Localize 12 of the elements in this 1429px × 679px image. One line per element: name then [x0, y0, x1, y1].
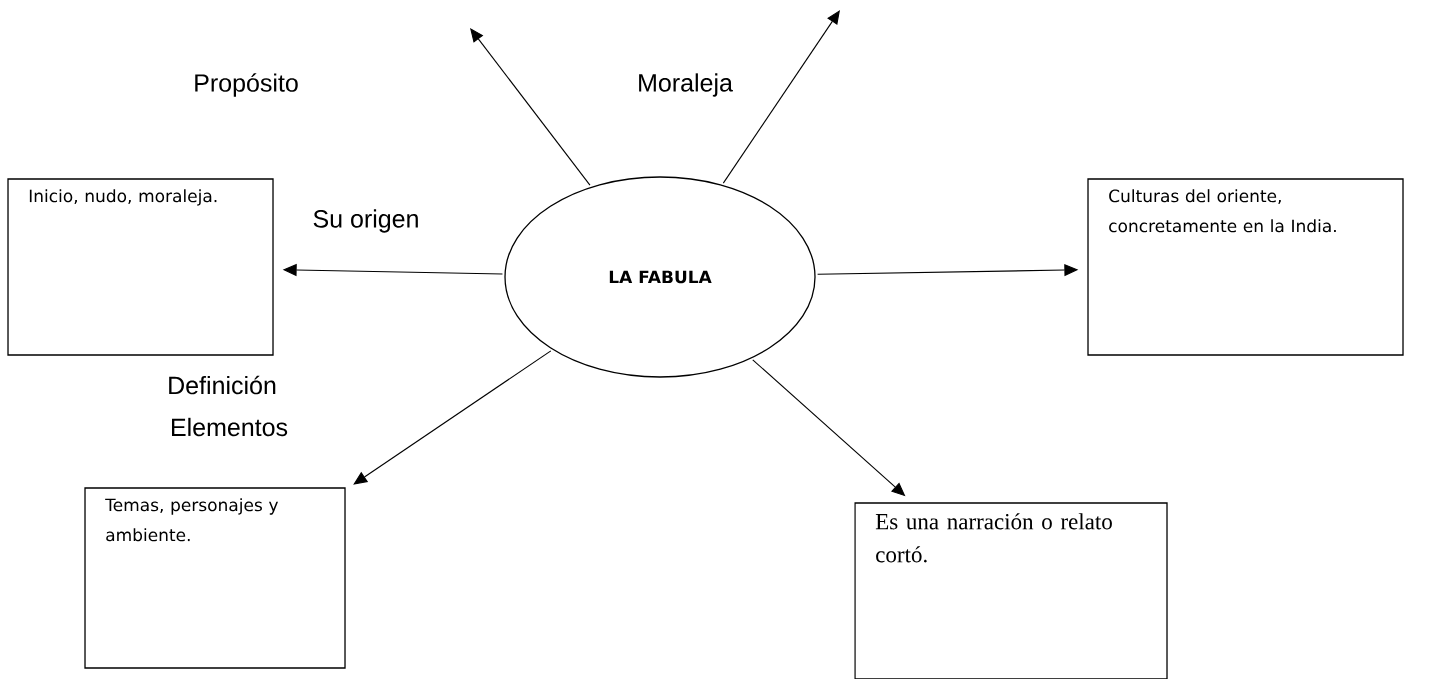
text-box: Es una narración o relato cortó.: [854, 502, 1168, 679]
text-box: Temas, personajes y ambiente.: [84, 487, 346, 669]
label-text: Elementos: [172, 417, 288, 437]
text-box: Inicio, nudo, moraleja.: [7, 178, 274, 356]
label-text: Moraleja: [639, 73, 733, 97]
label-text: Propósito: [195, 73, 298, 97]
arrow: [470, 28, 591, 186]
arrow: [353, 350, 552, 485]
ellipse-node: LA FABULA: [504, 176, 816, 378]
text-box: Culturas del oriente, concretamente en la India.: [1087, 178, 1404, 356]
arrow: [722, 10, 840, 184]
label-text: Su origen: [313, 209, 418, 233]
